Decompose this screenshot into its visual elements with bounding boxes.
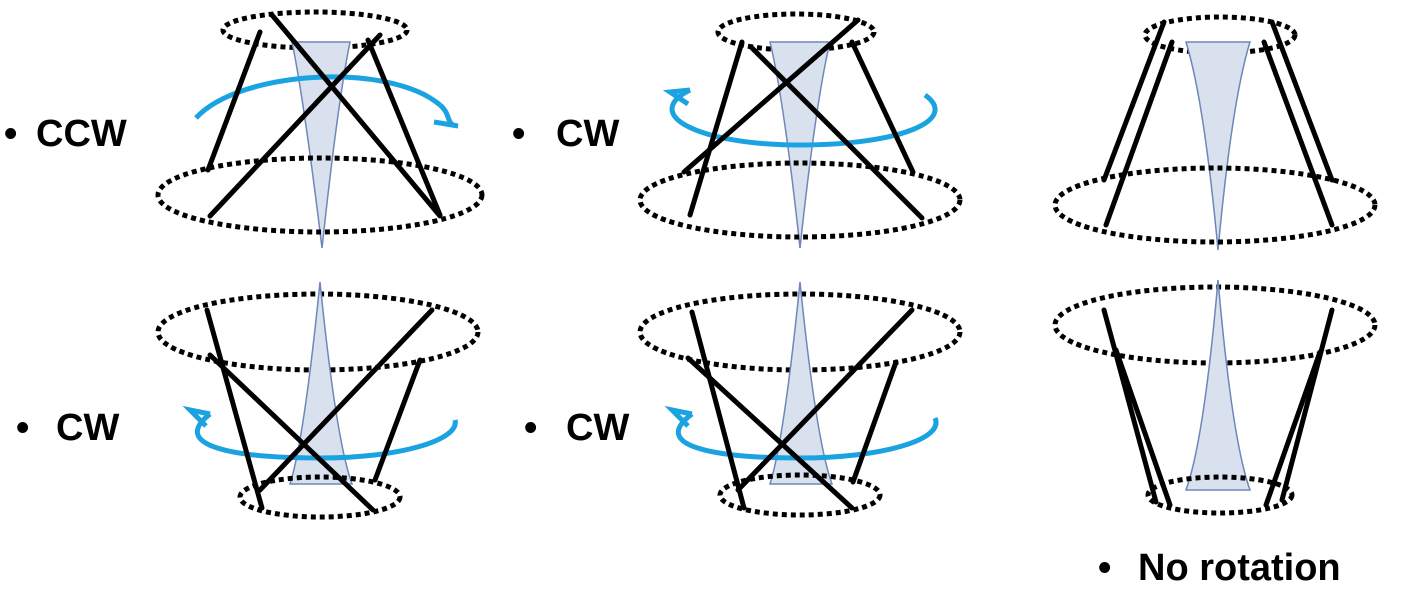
rotation-arrow	[669, 87, 938, 148]
core-funnel	[1184, 41, 1252, 251]
panel-top-middle: • CW	[512, 11, 963, 249]
rods	[1101, 307, 1335, 508]
panel-top-left: • CCW	[4, 9, 485, 249]
core-funnel	[288, 281, 354, 485]
bullet: •	[4, 113, 17, 155]
bottom-ring	[1145, 474, 1295, 516]
label-top-middle: CW	[556, 113, 619, 155]
bottom-ring	[237, 474, 403, 520]
panel-bottom-middle: • CW	[524, 281, 963, 518]
bullet: •	[512, 113, 525, 155]
rotation-arrow-head	[182, 405, 211, 428]
top-ring	[155, 291, 481, 373]
core-funnel	[768, 281, 834, 485]
rotation-arrow-back	[194, 74, 442, 120]
panel-bottom-left: • CW	[16, 281, 481, 520]
bullet: •	[524, 407, 537, 449]
rotation-arrow-head	[662, 87, 691, 107]
top-ring	[1142, 14, 1298, 56]
panel-bottom-right: • No rotation	[1052, 279, 1378, 589]
rods	[685, 307, 915, 511]
rods	[205, 12, 443, 219]
top-ring	[637, 291, 963, 373]
panel-top-right	[1052, 14, 1378, 251]
bottom-ring	[637, 160, 963, 240]
bullet: •	[1098, 547, 1111, 589]
top-ring	[220, 9, 410, 51]
bullet: •	[16, 407, 29, 449]
bottom-ring	[1052, 165, 1378, 245]
bottom-ring	[155, 155, 485, 235]
label-bottom-right: No rotation	[1138, 547, 1341, 589]
rods	[681, 17, 925, 221]
label-bottom-middle: CW	[566, 407, 629, 449]
label-top-left: CCW	[36, 113, 127, 155]
label-bottom-left: CW	[56, 407, 119, 449]
top-ring	[1052, 284, 1378, 366]
rotation-arrow-head	[664, 405, 693, 428]
rods	[204, 307, 435, 513]
rotation-arrow-front	[433, 103, 459, 129]
bottom-ring	[717, 472, 883, 518]
core-funnel	[1184, 279, 1252, 491]
rods	[1101, 19, 1335, 228]
